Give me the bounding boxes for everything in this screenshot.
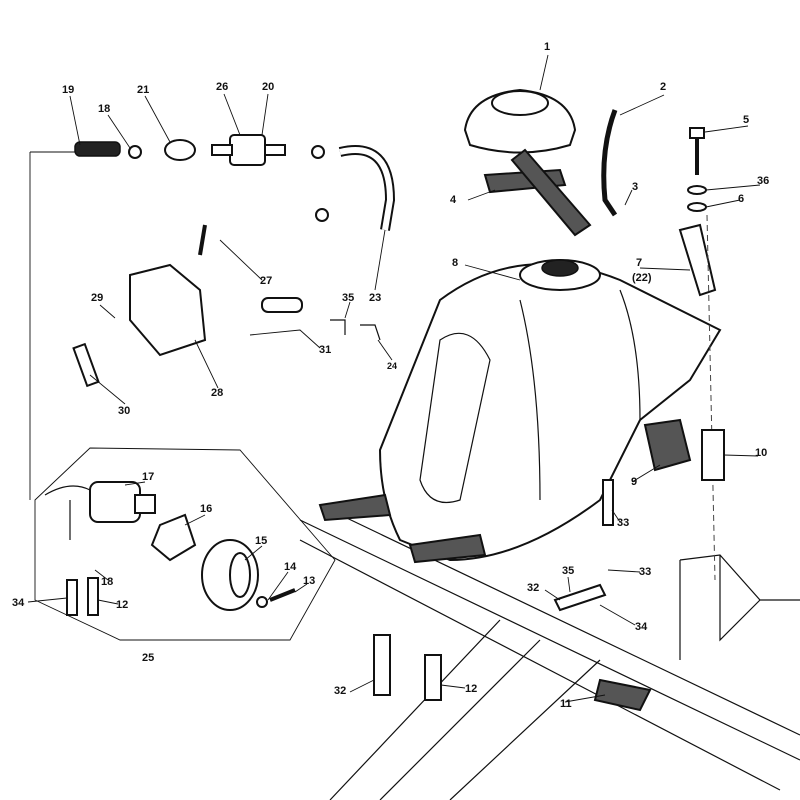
leader-lines (27, 54, 761, 703)
bolt-and-bracket (678, 127, 725, 581)
tee-35 (553, 583, 607, 612)
callout-32: 32 (527, 582, 539, 594)
vent-hose (601, 109, 618, 217)
callout-4: 4 (450, 194, 457, 206)
callout-labels: 1 2 3 4 5 6 7 (22) 8 9 10 11 12 12 13 14… (12, 41, 769, 710)
callout-13: 13 (303, 575, 315, 587)
callout-25: 25 (142, 652, 154, 664)
callout-3: 3 (632, 181, 638, 193)
mount-pad-9 (643, 418, 692, 472)
callout-20: 20 (262, 81, 274, 93)
callout-36: 36 (757, 175, 769, 187)
callout-22: (22) (632, 272, 652, 284)
pipe-33 (602, 479, 614, 526)
callout-15: 15 (255, 535, 267, 547)
callout-30: 30 (118, 405, 130, 417)
fuel-pump (72, 224, 381, 388)
callout-7: 7 (636, 257, 642, 269)
pipe-12 (424, 654, 442, 701)
tank-pad (318, 493, 392, 522)
callout-6: 6 (738, 193, 744, 205)
callout-16: 16 (200, 503, 212, 515)
callout-31: 31 (319, 344, 331, 356)
callout-10: 10 (755, 447, 767, 459)
frame-rails (299, 509, 800, 800)
callout-27: 27 (260, 275, 272, 287)
callout-35: 35 (342, 292, 354, 304)
callout-29: 29 (91, 292, 103, 304)
callout-1: 1 (544, 41, 550, 53)
callout-24: 24 (387, 361, 397, 371)
callout-14: 14 (284, 561, 297, 573)
callout-26: 26 (216, 81, 228, 93)
frame-pad (593, 678, 652, 712)
callout-32: 32 (334, 685, 346, 697)
callout-33: 33 (639, 566, 651, 578)
callout-21: 21 (137, 84, 149, 96)
callout-35: 35 (562, 565, 574, 577)
foam-strip (510, 148, 592, 237)
callout-18: 18 (98, 103, 110, 115)
callout-18: 18 (101, 576, 113, 588)
callout-2: 2 (660, 81, 666, 93)
callout-12: 12 (116, 599, 128, 611)
callout-19: 19 (62, 84, 74, 96)
callout-34: 34 (635, 621, 648, 633)
fuel-filter-kit (34, 447, 336, 641)
callout-33: 33 (617, 517, 629, 529)
spacer-10 (701, 429, 725, 481)
callout-34: 34 (12, 597, 25, 609)
callout-8: 8 (452, 257, 458, 269)
pipe-32 (373, 634, 391, 696)
tank-pad (408, 533, 487, 564)
fuel-tank (318, 259, 722, 564)
callout-9: 9 (631, 476, 637, 488)
callout-12: 12 (465, 683, 477, 695)
callout-17: 17 (142, 471, 154, 483)
callout-23: 23 (369, 292, 381, 304)
fuel-cap (463, 88, 577, 154)
callout-11: 11 (560, 698, 572, 710)
callout-28: 28 (211, 387, 223, 399)
callout-5: 5 (743, 114, 749, 126)
hose-fittings (74, 134, 396, 231)
